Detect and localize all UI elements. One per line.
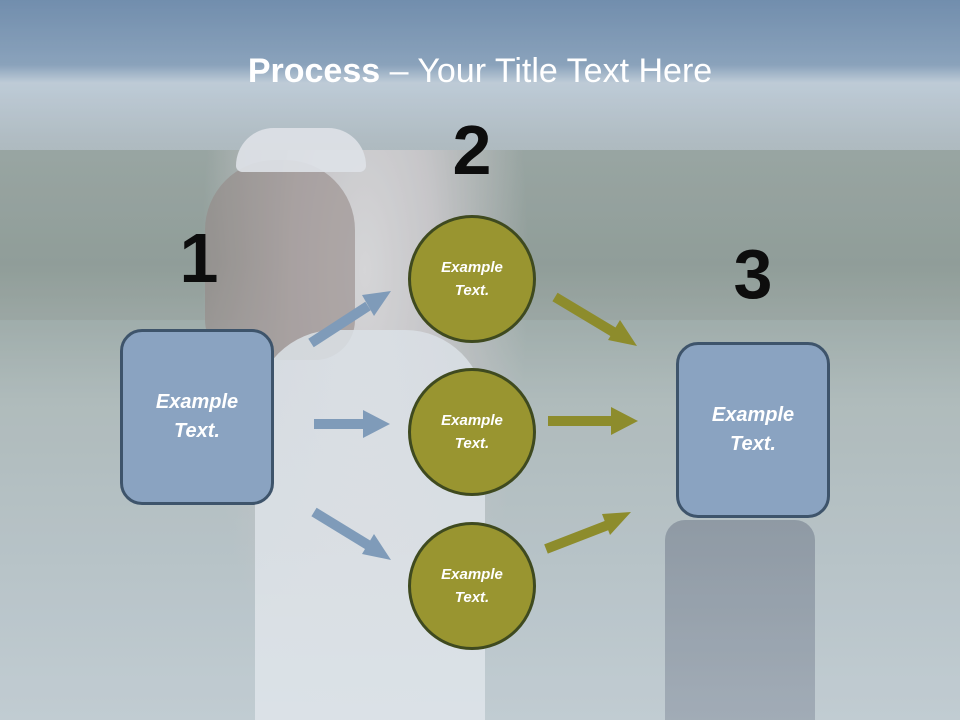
- arrow-circle-2-to-right: [548, 407, 638, 435]
- slide-title: Process – Your Title Text Here: [0, 52, 960, 91]
- circle-1-line1: Example: [441, 259, 503, 276]
- step-number-2: 2: [452, 111, 492, 189]
- title-rest: – Your Title Text Here: [380, 52, 713, 90]
- circle-2-line1: Example: [441, 412, 503, 429]
- arrow-left-to-circle-3: [311, 507, 391, 560]
- step-number-1: 1: [179, 219, 219, 297]
- circle-1-line2: Text.: [454, 282, 490, 299]
- process-circle-1[interactable]: Example Text.: [408, 215, 536, 343]
- right-box-line2: Text.: [730, 433, 776, 455]
- left-box-line2: Text.: [174, 420, 220, 442]
- left-process-box[interactable]: Example Text.: [120, 329, 274, 505]
- arrow-circle-1-to-right: [552, 292, 637, 346]
- circle-2-line2: Text.: [454, 435, 490, 452]
- arrow-left-to-circle-1: [308, 291, 391, 348]
- circle-3-line1: Example: [441, 566, 503, 583]
- golf-bag: [665, 520, 815, 720]
- process-circle-2[interactable]: Example Text.: [408, 368, 536, 496]
- circle-3-line2: Text.: [454, 589, 490, 606]
- title-bold: Process: [247, 52, 381, 90]
- step-number-3: 3: [733, 235, 773, 313]
- right-process-box[interactable]: Example Text.: [676, 342, 830, 518]
- right-box-line1: Example: [711, 404, 795, 426]
- arrow-left-to-circle-2: [314, 410, 390, 438]
- left-box-line1: Example: [155, 391, 239, 413]
- process-circle-3[interactable]: Example Text.: [408, 522, 536, 650]
- arrow-circle-3-to-right: [544, 512, 631, 554]
- golfer-cap: [236, 128, 366, 172]
